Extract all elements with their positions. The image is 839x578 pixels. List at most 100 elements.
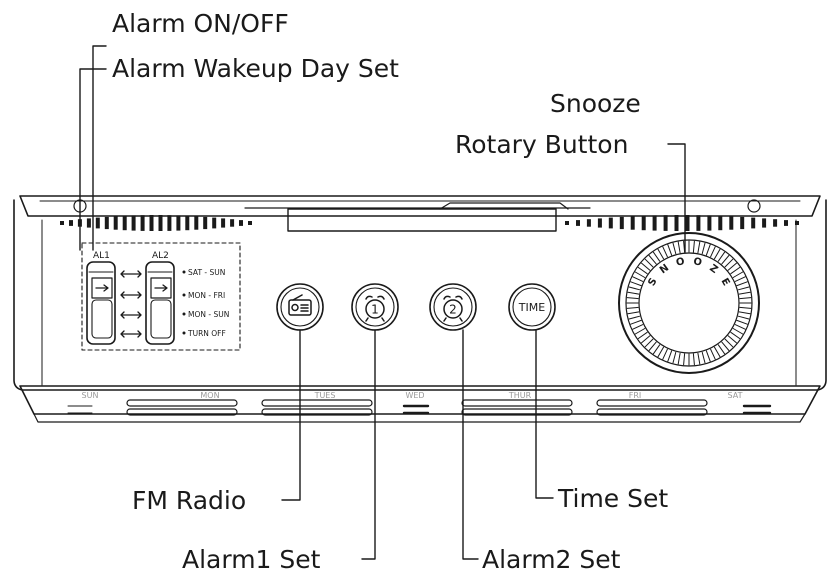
knurl-tick [667, 244, 673, 256]
knurl-tick [697, 241, 701, 254]
knurl-tick [683, 353, 686, 366]
grill-slot [122, 215, 127, 231]
knurl-tick [634, 271, 646, 278]
grill-slot [69, 220, 73, 226]
knurl-tick [736, 319, 748, 325]
grill-slot [696, 215, 701, 231]
knurl-tick [626, 306, 639, 309]
knurl-tick [727, 262, 737, 271]
grill-slot [773, 219, 778, 227]
callout-alarm2-set: Alarm2 Set [482, 545, 621, 574]
knurl-tick [737, 286, 750, 291]
day-label: FRI [629, 391, 642, 400]
callout-alarm-wakeup-day: Alarm Wakeup Day Set [112, 54, 399, 83]
knurl-tick [730, 331, 741, 340]
knurl-tick [641, 335, 651, 344]
mode-mon-sun: MON - SUN [188, 310, 229, 319]
dial-letter: S [646, 276, 659, 288]
knurl-tick [727, 335, 737, 344]
knurl-tick [724, 338, 734, 348]
knurl-tick [714, 248, 721, 260]
speaker-grill [60, 215, 799, 231]
alarm1-button[interactable]: 1 [351, 283, 399, 331]
time-button-label: TIME [518, 301, 545, 314]
knurl-tick [721, 255, 730, 265]
al1-switch[interactable] [86, 261, 116, 345]
fm-radio-button[interactable] [276, 283, 324, 331]
grill-slot [674, 215, 679, 231]
knurl-tick [634, 328, 646, 335]
knurl-tick [657, 346, 664, 358]
knurl-tick [644, 258, 654, 268]
knurl-tick [627, 311, 640, 315]
knurl-tick [732, 328, 744, 335]
dial-letter: E [718, 277, 731, 289]
grill-slot [104, 216, 109, 230]
knurl-tick [628, 315, 641, 320]
grill-slot [641, 215, 646, 231]
grill-slot [167, 215, 172, 231]
grill-slot [685, 215, 690, 231]
knurl-tick [637, 331, 648, 340]
knurl-tick [705, 350, 711, 362]
knurl-tick [652, 344, 661, 355]
grill-slot [221, 218, 226, 228]
mode-sat-sun: SAT - SUN [188, 268, 225, 277]
grill-slot [176, 215, 181, 231]
grill-slot [729, 216, 734, 230]
knurl-tick [626, 297, 639, 300]
knurl-tick [632, 324, 644, 330]
knurl-tick [730, 266, 741, 275]
alarm2-digit: 2 [449, 303, 457, 317]
grill-slot [113, 216, 118, 230]
grill-slot [619, 216, 624, 230]
alarm2-button[interactable]: 2 [429, 283, 477, 331]
al2-label: AL2 [152, 251, 169, 261]
mode-mon-fri: MON - FRI [188, 291, 225, 300]
grill-slot [608, 217, 613, 229]
alarm-clock-icon [443, 295, 463, 322]
leader-lines [79, 45, 686, 560]
grill-slot [60, 221, 64, 225]
grill-slot [230, 219, 235, 227]
day-label: MON [200, 391, 219, 400]
knurl-tick [630, 319, 642, 325]
knurl-tick [644, 338, 654, 348]
knurl-tick [672, 242, 677, 255]
knurl-tick [701, 242, 706, 255]
device-body [13, 195, 827, 423]
knurl-tick [630, 281, 642, 287]
day-label: THUR [508, 391, 532, 400]
day-label: SUN [82, 391, 99, 400]
callout-time-set: Time Set [557, 484, 668, 513]
knurl-tick [692, 240, 695, 253]
grill-slot [95, 217, 100, 229]
grill-slot [212, 217, 217, 229]
knurl-tick [717, 251, 726, 262]
knurl-tick [714, 346, 721, 358]
day-label: WED [405, 391, 424, 400]
knurl-tick [721, 341, 730, 351]
day-label: TUES [314, 391, 336, 400]
time-button[interactable]: TIME [508, 283, 556, 331]
grill-slot [239, 220, 243, 226]
radio-icon [288, 294, 312, 316]
knurl-tick [705, 244, 711, 256]
knurl-tick [632, 276, 644, 282]
grill-slot [140, 215, 145, 231]
alarm-clock-icon [365, 295, 385, 322]
knurl-tick [677, 352, 681, 365]
grill-slot [762, 218, 767, 228]
grill-slot [194, 216, 199, 230]
dial-letter: N [658, 262, 671, 276]
knurl-tick [641, 262, 651, 271]
grill-slot [795, 221, 799, 225]
callout-alarm1-set: Alarm1 Set [182, 545, 321, 574]
grill-slot [751, 217, 756, 229]
knurl-tick [732, 271, 744, 278]
al2-switch[interactable] [145, 261, 175, 345]
grill-slot [597, 218, 602, 228]
